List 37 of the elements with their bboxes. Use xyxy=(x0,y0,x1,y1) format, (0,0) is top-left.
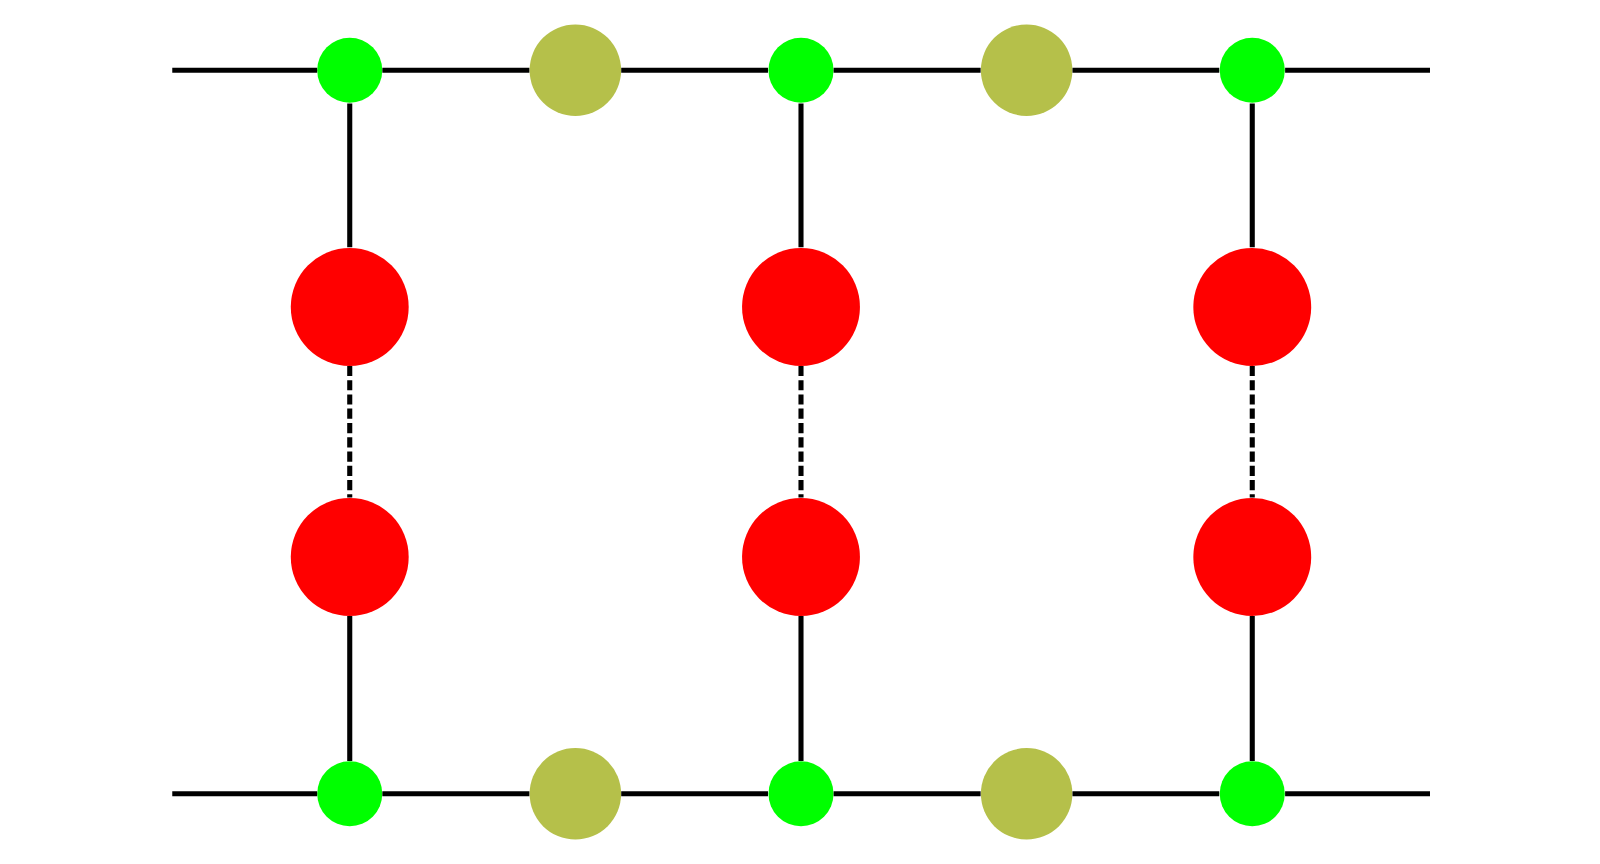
node-circle xyxy=(289,498,408,616)
node-circle xyxy=(979,24,1072,116)
connector xyxy=(797,616,803,762)
connector xyxy=(1248,616,1254,762)
connector xyxy=(797,103,803,248)
connector xyxy=(1284,791,1429,797)
node-circle xyxy=(1218,761,1284,827)
connector xyxy=(832,791,980,797)
node-circle xyxy=(528,748,621,840)
connector xyxy=(1071,67,1219,73)
node-circle xyxy=(741,248,859,366)
node-circle xyxy=(289,248,408,366)
connector xyxy=(1284,67,1429,73)
connector xyxy=(171,67,317,73)
connector xyxy=(1071,791,1219,797)
connector xyxy=(797,366,803,498)
node-circle xyxy=(1218,37,1284,103)
node-circle xyxy=(1192,498,1311,616)
connector xyxy=(346,616,352,762)
connector xyxy=(832,67,980,73)
connector xyxy=(381,67,529,73)
node-circle xyxy=(979,748,1072,840)
node-circle xyxy=(767,37,833,103)
node-circle xyxy=(528,24,621,116)
node-circle xyxy=(741,498,859,616)
connector xyxy=(381,791,529,797)
connector xyxy=(346,103,352,248)
connector xyxy=(620,791,767,797)
node-circle xyxy=(767,761,833,827)
connector xyxy=(346,366,352,498)
connector xyxy=(1248,103,1254,248)
node-circle xyxy=(1192,248,1311,366)
connector xyxy=(171,791,317,797)
connector xyxy=(620,67,767,73)
node-circle xyxy=(316,761,382,827)
node-circle xyxy=(316,37,382,103)
connector xyxy=(1248,366,1254,498)
